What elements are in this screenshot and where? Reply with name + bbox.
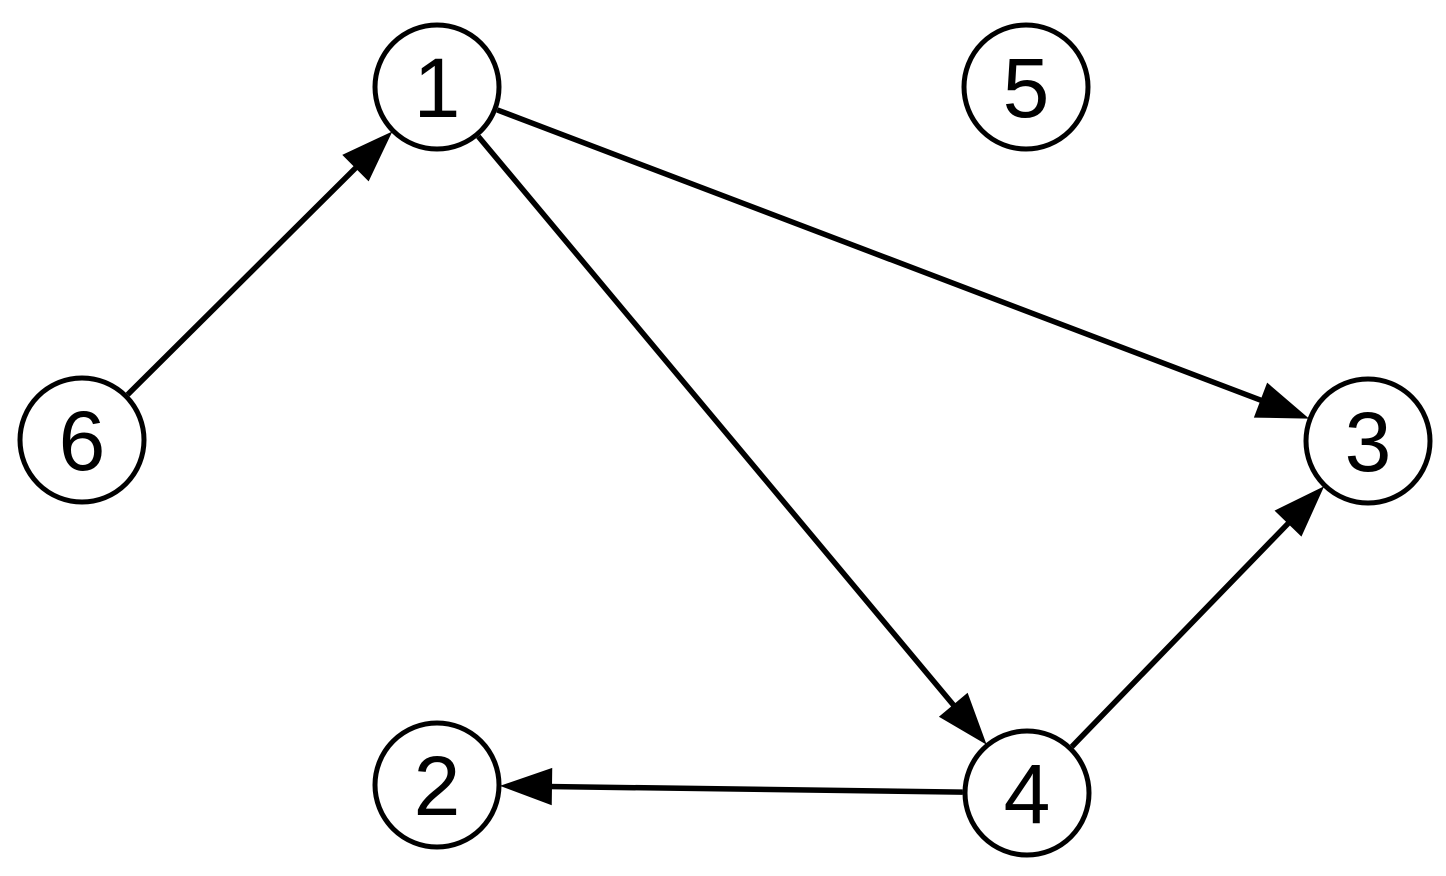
arrowhead-icon — [938, 692, 987, 745]
graph-node-2: 2 — [372, 720, 502, 850]
edge-line-4-to-2 — [547, 783, 963, 795]
graph-node-6: 6 — [17, 375, 147, 505]
node-label-3: 3 — [1345, 395, 1392, 489]
edge-line-1-to-4 — [476, 134, 959, 710]
edge-line-1-to-3 — [496, 107, 1266, 405]
graph-node-3: 3 — [1303, 376, 1433, 506]
edge-4-to-3 — [1069, 486, 1325, 749]
graph-node-5: 5 — [961, 22, 1091, 152]
node-label-2: 2 — [414, 739, 461, 833]
edge-line-6-to-1 — [125, 162, 361, 397]
node-circle-1 — [372, 22, 502, 152]
edge-6-to-1 — [125, 131, 393, 397]
node-circle-6 — [17, 375, 147, 505]
arrowhead-icon — [1253, 382, 1310, 419]
edge-4-to-2 — [500, 767, 963, 806]
node-circle-3 — [1303, 376, 1433, 506]
node-label-1: 1 — [414, 41, 461, 135]
node-circle-4 — [962, 728, 1092, 858]
node-circle-5 — [961, 22, 1091, 152]
node-label-6: 6 — [59, 394, 106, 488]
arrowhead-icon — [342, 131, 393, 182]
arrowhead-icon — [500, 767, 553, 806]
node-label-4: 4 — [1004, 747, 1051, 841]
edge-1-to-4 — [476, 134, 987, 745]
graph-node-4: 4 — [962, 728, 1092, 858]
node-circle-2 — [372, 720, 502, 850]
edge-line-4-to-3 — [1069, 518, 1294, 749]
graph-node-1: 1 — [372, 22, 502, 152]
arrowhead-icon — [1274, 486, 1325, 537]
edge-1-to-3 — [496, 107, 1310, 419]
node-label-5: 5 — [1003, 41, 1050, 135]
